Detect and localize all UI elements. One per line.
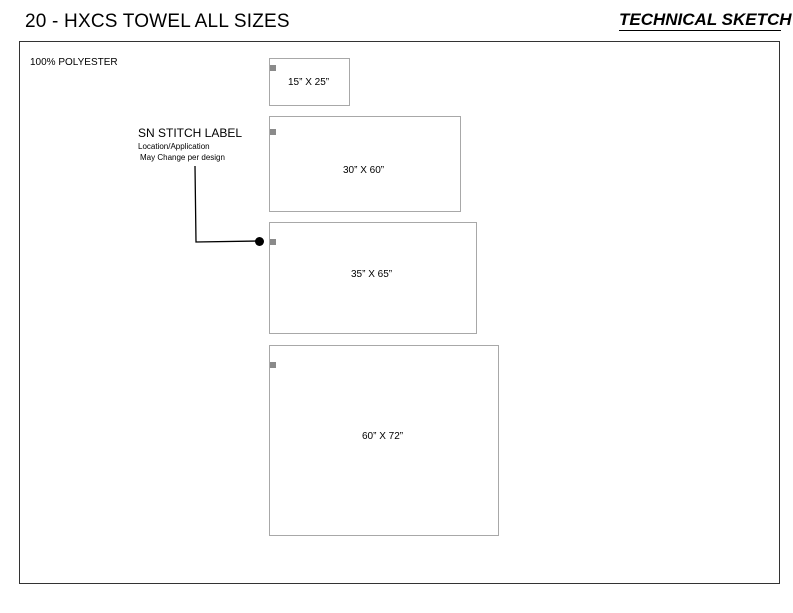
- stitch-label-marker: [270, 65, 276, 71]
- towel-size-label: 35” X 65”: [351, 269, 393, 280]
- towel-size-label: 15” X 25”: [288, 77, 330, 88]
- stitch-label-marker: [270, 362, 276, 368]
- page-title: 20 - HXCS TOWEL ALL SIZES: [25, 11, 290, 32]
- technical-sketch-badge: TECHNICAL SKETCH: [619, 10, 792, 29]
- towel-outline-60x72: 60” X 72”: [269, 345, 499, 536]
- stitch-label-callout-title: SN STITCH LABEL: [138, 126, 243, 140]
- towel-size-label: 60” X 72”: [362, 431, 404, 442]
- stitch-label-marker: [270, 239, 276, 245]
- stitch-label-callout-note: Location/Application: [138, 142, 210, 151]
- stitch-label-marker: [270, 129, 276, 135]
- stitch-label-callout-note: May Change per design: [140, 153, 225, 162]
- towel-outline-30x60: 30” X 60”: [269, 116, 461, 212]
- badge-underline: [619, 30, 781, 31]
- leader-line: [194, 165, 260, 243]
- towel-size-label: 30” X 60”: [343, 165, 385, 176]
- sketch-frame: [19, 41, 780, 584]
- towel-outline-15x25: 15” X 25”: [269, 58, 350, 106]
- material-label: 100% POLYESTER: [30, 57, 118, 68]
- towel-outline-35x65: 35” X 65”: [269, 222, 477, 334]
- leader-end-dot: [255, 237, 264, 246]
